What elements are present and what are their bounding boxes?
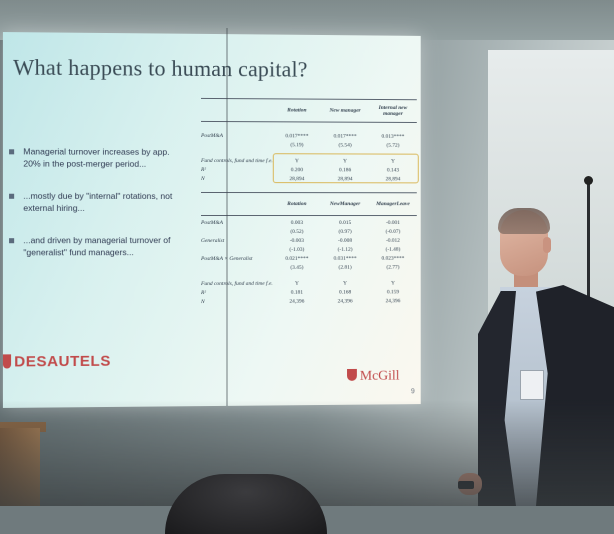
table-cell: -0.008	[321, 237, 369, 243]
table-cell: (5.54)	[321, 142, 369, 148]
table-cell: Y	[321, 280, 369, 286]
table-cell: (-0.07)	[369, 228, 417, 234]
table-cell: (5.72)	[369, 142, 417, 148]
table-cell: 0.023****	[369, 255, 417, 261]
table-cell: R²	[201, 166, 273, 172]
bullet-square-icon	[9, 149, 14, 154]
table-cell: Fund controls, fund and time f.e.	[201, 157, 273, 163]
table-cell: 0.181	[273, 289, 321, 295]
slide-page-number: 9	[411, 388, 415, 395]
window-frame-pole	[226, 28, 228, 406]
table-cell: (3.45)	[273, 264, 321, 270]
table-cell: 0.017****	[273, 133, 321, 139]
crest-icon	[347, 369, 357, 381]
bullet-square-icon	[9, 194, 14, 199]
table-rule	[201, 192, 417, 193]
table-cell: Generalist	[201, 237, 273, 243]
table-cell: (2.77)	[369, 264, 417, 270]
logo-text: McGill	[360, 369, 400, 384]
table-rule	[201, 121, 417, 123]
bullet-text: Managerial turnover increases by app. 20…	[23, 146, 169, 169]
table-cell: 0.168	[321, 289, 369, 295]
table-rule	[201, 215, 417, 216]
table-cell: Fund controls, fund and time f.e.	[201, 280, 273, 286]
table-cell: (5.19)	[273, 142, 321, 148]
table-cell: 24,396	[273, 298, 321, 304]
regression-table: Rotation New manager Internal new manage…	[201, 96, 417, 306]
table-header-cell: Rotation	[273, 201, 321, 207]
table-cell: (-1.03)	[273, 246, 321, 252]
table-cell: -0.012	[369, 237, 417, 243]
table-header-row: Rotation NewManager ManagerLeave	[201, 195, 417, 213]
table-row: (0.52)(0.97)(-0.07)	[201, 227, 417, 236]
table-cell: 0.031****	[321, 255, 369, 261]
table-cell: 0.159	[369, 289, 417, 295]
table-cell: 0.021****	[273, 255, 321, 261]
table-cell: 0.003	[273, 220, 321, 226]
table-cell: 0.017****	[321, 133, 369, 139]
table-cell: N	[201, 298, 273, 304]
table-cell: Y	[369, 280, 417, 286]
table-header-cell: Rotation	[273, 107, 321, 113]
table-cell: -0.003	[273, 237, 321, 243]
table-cell: 0.013****	[369, 133, 417, 139]
mcgill-logo: McGill	[347, 369, 400, 385]
highlight-box	[273, 153, 419, 183]
table-header-cell: Internal new manager	[369, 105, 417, 117]
bullet-square-icon	[9, 238, 14, 243]
table-cell: R²	[201, 289, 273, 295]
bullet-item: ...and driven by managerial turnover of …	[23, 234, 185, 258]
table-cell: N	[201, 175, 273, 181]
bullet-text: ...mostly due by "internal" rotations, n…	[23, 191, 172, 213]
table-cell: (-1.48)	[369, 246, 417, 252]
table-cell: PostM&A	[201, 132, 273, 138]
bullet-item: ...mostly due by "internal" rotations, n…	[23, 190, 185, 214]
table-cell: PostM&A × Generalist	[201, 255, 273, 261]
table-cell: 0.015	[321, 220, 369, 226]
slide-title: What happens to human capital?	[13, 54, 308, 82]
table-header-cell: ManagerLeave	[369, 201, 417, 207]
table-cell: Y	[273, 280, 321, 286]
table-cell: (0.97)	[321, 228, 369, 234]
desautels-logo: DESAUTELS	[3, 353, 111, 371]
table-cell: PostM&A	[201, 219, 273, 225]
table-cell: (0.52)	[273, 228, 321, 234]
presenter-ear	[543, 237, 551, 253]
table-cell: -0.001	[369, 220, 417, 226]
table-header-row: Rotation New manager Internal new manage…	[201, 101, 417, 120]
bullet-item: Managerial turnover increases by app. 20…	[23, 145, 185, 170]
table-cell: 24,396	[321, 298, 369, 304]
bullet-text: ...and driven by managerial turnover of …	[23, 235, 170, 257]
microphone-icon	[584, 176, 593, 185]
table-row: (-1.03)(-1.12)(-1.48)	[201, 245, 417, 254]
table-header-cell: NewManager	[321, 201, 369, 207]
table-row: Generalist-0.003-0.008-0.012	[201, 236, 417, 245]
crest-icon	[3, 354, 11, 368]
table-cell: 24,396	[369, 298, 417, 304]
table-header-cell: New manager	[321, 108, 369, 114]
projected-slide: What happens to human capital? Manageria…	[3, 32, 421, 408]
presenter-hair	[498, 208, 550, 234]
table-cell: (2.81)	[321, 264, 369, 270]
table-cell: (-1.12)	[321, 246, 369, 252]
logo-text: DESAUTELS	[14, 353, 111, 371]
name-badge	[520, 370, 544, 400]
table-rule	[201, 98, 417, 100]
